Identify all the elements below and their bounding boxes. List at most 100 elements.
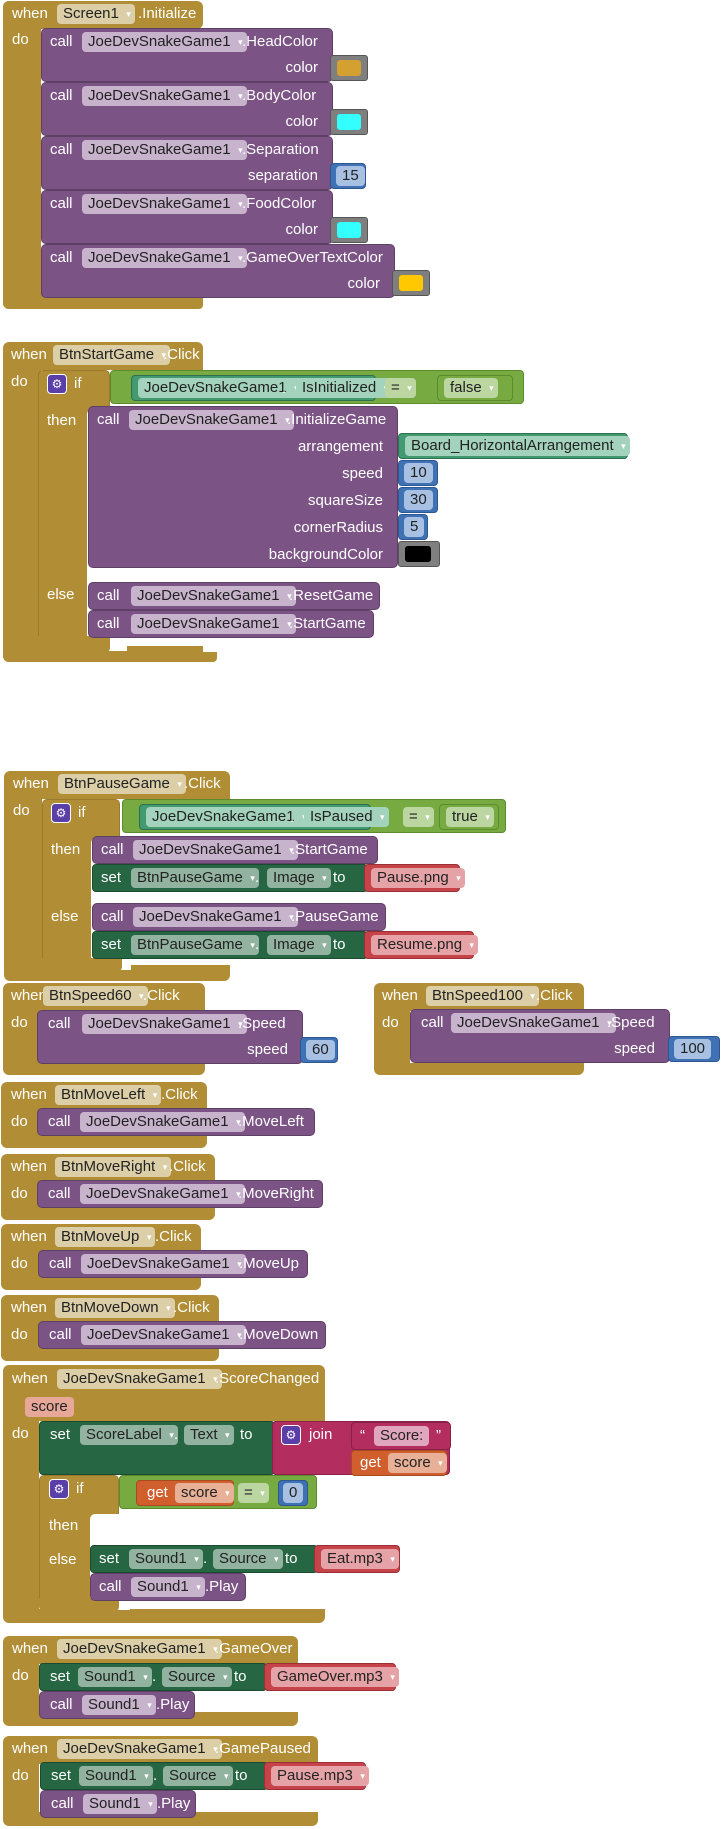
color-block[interactable] [330,55,368,81]
number-block[interactable]: 0 [278,1480,308,1506]
compare-block[interactable]: get score = 0 [119,1475,317,1509]
variable-dropdown[interactable]: score [175,1483,234,1503]
call-gameovertextcolor[interactable]: call JoeDevSnakeGame1 .GameOverTextColor… [41,244,395,298]
getter-block[interactable]: JoeDevSnakeGame1 . IsInitialized [131,375,393,401]
component-dropdown[interactable]: ScoreLabel [80,1425,178,1445]
component-dropdown[interactable]: JoeDevSnakeGame1 [82,140,247,160]
join-block[interactable]: ⚙ join “ Score: ” get score [272,1421,451,1476]
gear-icon[interactable]: ⚙ [51,803,71,823]
component-dropdown[interactable]: BtnSpeed100 [426,986,539,1006]
component-dropdown[interactable]: JoeDevSnakeGame1 [81,1254,246,1274]
operator-dropdown[interactable]: = [403,807,434,827]
component-dropdown[interactable]: JoeDevSnakeGame1 [133,840,298,860]
property-dropdown[interactable]: IsInitialized [296,378,393,398]
component-dropdown[interactable]: JoeDevSnakeGame1 [82,86,247,106]
text-block[interactable]: Pause.png [364,864,465,892]
number-value[interactable]: 10 [404,463,433,483]
text-block[interactable]: Pause.mp3 [264,1762,369,1790]
number-value[interactable]: 15 [336,166,365,186]
component-dropdown[interactable]: BtnMoveUp [55,1227,156,1247]
component-dropdown[interactable]: JoeDevSnakeGame1 [129,410,294,430]
text-block[interactable]: Resume.png [364,931,479,959]
color-block[interactable] [392,270,430,296]
component-dropdown[interactable]: JoeDevSnakeGame1 [131,586,296,606]
call-moveleft[interactable]: call JoeDevSnakeGame1 .MoveLeft [37,1108,315,1136]
get-variable-block[interactable]: get score [351,1450,447,1476]
gear-icon[interactable]: ⚙ [47,374,67,394]
component-dropdown[interactable]: BtnPauseGame [131,868,259,888]
number-value[interactable]: 5 [404,517,425,537]
component-dropdown[interactable]: Sound1 [82,1695,156,1715]
component-dropdown[interactable]: Screen1 [57,4,135,24]
call-speed60[interactable]: call JoeDevSnakeGame1 .Speed speed [37,1010,303,1064]
component-dropdown[interactable]: JoeDevSnakeGame1 [80,1184,245,1204]
set-image-resume[interactable]: set BtnPauseGame . Image to [92,931,368,959]
component-dropdown[interactable]: BtnSpeed60 [43,986,148,1006]
operator-dropdown[interactable]: = [385,378,416,398]
number-block[interactable]: 30 [398,487,438,513]
number-block[interactable]: 10 [398,460,438,486]
component-dropdown[interactable]: JoeDevSnakeGame1 [57,1369,222,1389]
set-sound-source[interactable]: set Sound1 . Source to [90,1545,318,1573]
component-dropdown[interactable]: JoeDevSnakeGame1 [80,1112,245,1132]
property-dropdown[interactable]: Source [163,1766,233,1786]
number-value[interactable]: 100 [674,1039,712,1059]
text-dropdown[interactable]: GameOver.mp3 [271,1667,399,1687]
component-dropdown[interactable]: BtnMoveRight [55,1157,172,1177]
gear-icon[interactable]: ⚙ [281,1425,301,1445]
call-headcolor[interactable]: call JoeDevSnakeGame1 .HeadColor color [41,28,333,82]
set-image-pause[interactable]: set BtnPauseGame . Image to [92,864,368,892]
component-dropdown[interactable]: Sound1 [83,1794,157,1814]
text-block[interactable]: GameOver.mp3 [264,1663,399,1691]
number-value[interactable]: 30 [404,490,433,510]
call-speed100[interactable]: call JoeDevSnakeGame1 .Speed speed [410,1009,670,1063]
number-block[interactable]: 15 [330,163,366,189]
component-dropdown[interactable]: BtnPauseGame [131,935,259,955]
component-dropdown[interactable]: Sound1 [78,1667,152,1687]
getter-block[interactable]: JoeDevSnakeGame1 . IsPaused [139,804,389,830]
gear-icon[interactable]: ⚙ [49,1479,69,1499]
call-moveup[interactable]: call JoeDevSnakeGame1 .MoveUp [38,1250,308,1278]
event-btnmoveright-click[interactable]: when BtnMoveRight .Click do [1,1154,215,1220]
text-value[interactable]: Score: [374,1426,430,1446]
call-sound-play[interactable]: call Sound1 .Play [90,1573,246,1601]
property-dropdown[interactable]: Image [267,868,331,888]
number-block[interactable]: 60 [300,1037,338,1063]
color-block[interactable] [330,217,368,243]
property-dropdown[interactable]: Text [184,1425,234,1445]
call-startgame[interactable]: call JoeDevSnakeGame1 .StartGame [88,610,374,638]
component-dropdown[interactable]: JoeDevSnakeGame1 [146,807,311,827]
call-movedown[interactable]: call JoeDevSnakeGame1 .MoveDown [38,1321,326,1349]
boolean-block[interactable]: false [437,375,513,401]
text-dropdown[interactable]: Resume.png [371,935,479,955]
call-sound-play[interactable]: call Sound1 .Play [40,1790,196,1818]
color-block[interactable] [330,109,368,135]
property-dropdown[interactable]: Source [213,1549,283,1569]
number-block[interactable]: 5 [398,514,428,540]
call-pausegame[interactable]: call JoeDevSnakeGame1 .PauseGame [92,903,386,931]
arrangement-block[interactable]: Board_HorizontalArrangement [398,433,630,459]
component-dropdown[interactable]: Sound1 [79,1766,153,1786]
number-value[interactable]: 60 [306,1040,335,1060]
component-dropdown[interactable]: BtnMoveDown [55,1298,175,1318]
text-dropdown[interactable]: Eat.mp3 [321,1549,399,1569]
color-block[interactable] [398,541,440,567]
event-parameter[interactable]: score [25,1397,74,1417]
arrangement-dropdown[interactable]: Board_HorizontalArrangement [405,436,630,456]
boolean-dropdown[interactable]: false [444,378,498,398]
text-block[interactable]: Eat.mp3 [314,1545,400,1573]
number-value[interactable]: 0 [283,1483,304,1503]
compare-block[interactable]: JoeDevSnakeGame1 . IsPaused = true [122,799,506,833]
component-dropdown[interactable]: JoeDevSnakeGame1 [131,614,296,634]
text-dropdown[interactable]: Pause.png [371,868,465,888]
text-string-block[interactable]: “ Score: ” [351,1422,451,1450]
compare-block[interactable]: JoeDevSnakeGame1 . IsInitialized = false [110,370,524,404]
text-dropdown[interactable]: Pause.mp3 [271,1766,369,1786]
event-screen1-initialize[interactable]: when Screen1 .Initialize do [3,1,203,309]
component-dropdown[interactable]: BtnPauseGame [58,774,186,794]
component-dropdown[interactable]: JoeDevSnakeGame1 [82,248,247,268]
component-dropdown[interactable]: BtnMoveLeft [55,1085,162,1105]
call-initializegame[interactable]: call JoeDevSnakeGame1 .InitializeGame ar… [88,406,398,568]
boolean-dropdown[interactable]: true [446,807,494,827]
component-dropdown[interactable]: JoeDevSnakeGame1 [133,907,298,927]
